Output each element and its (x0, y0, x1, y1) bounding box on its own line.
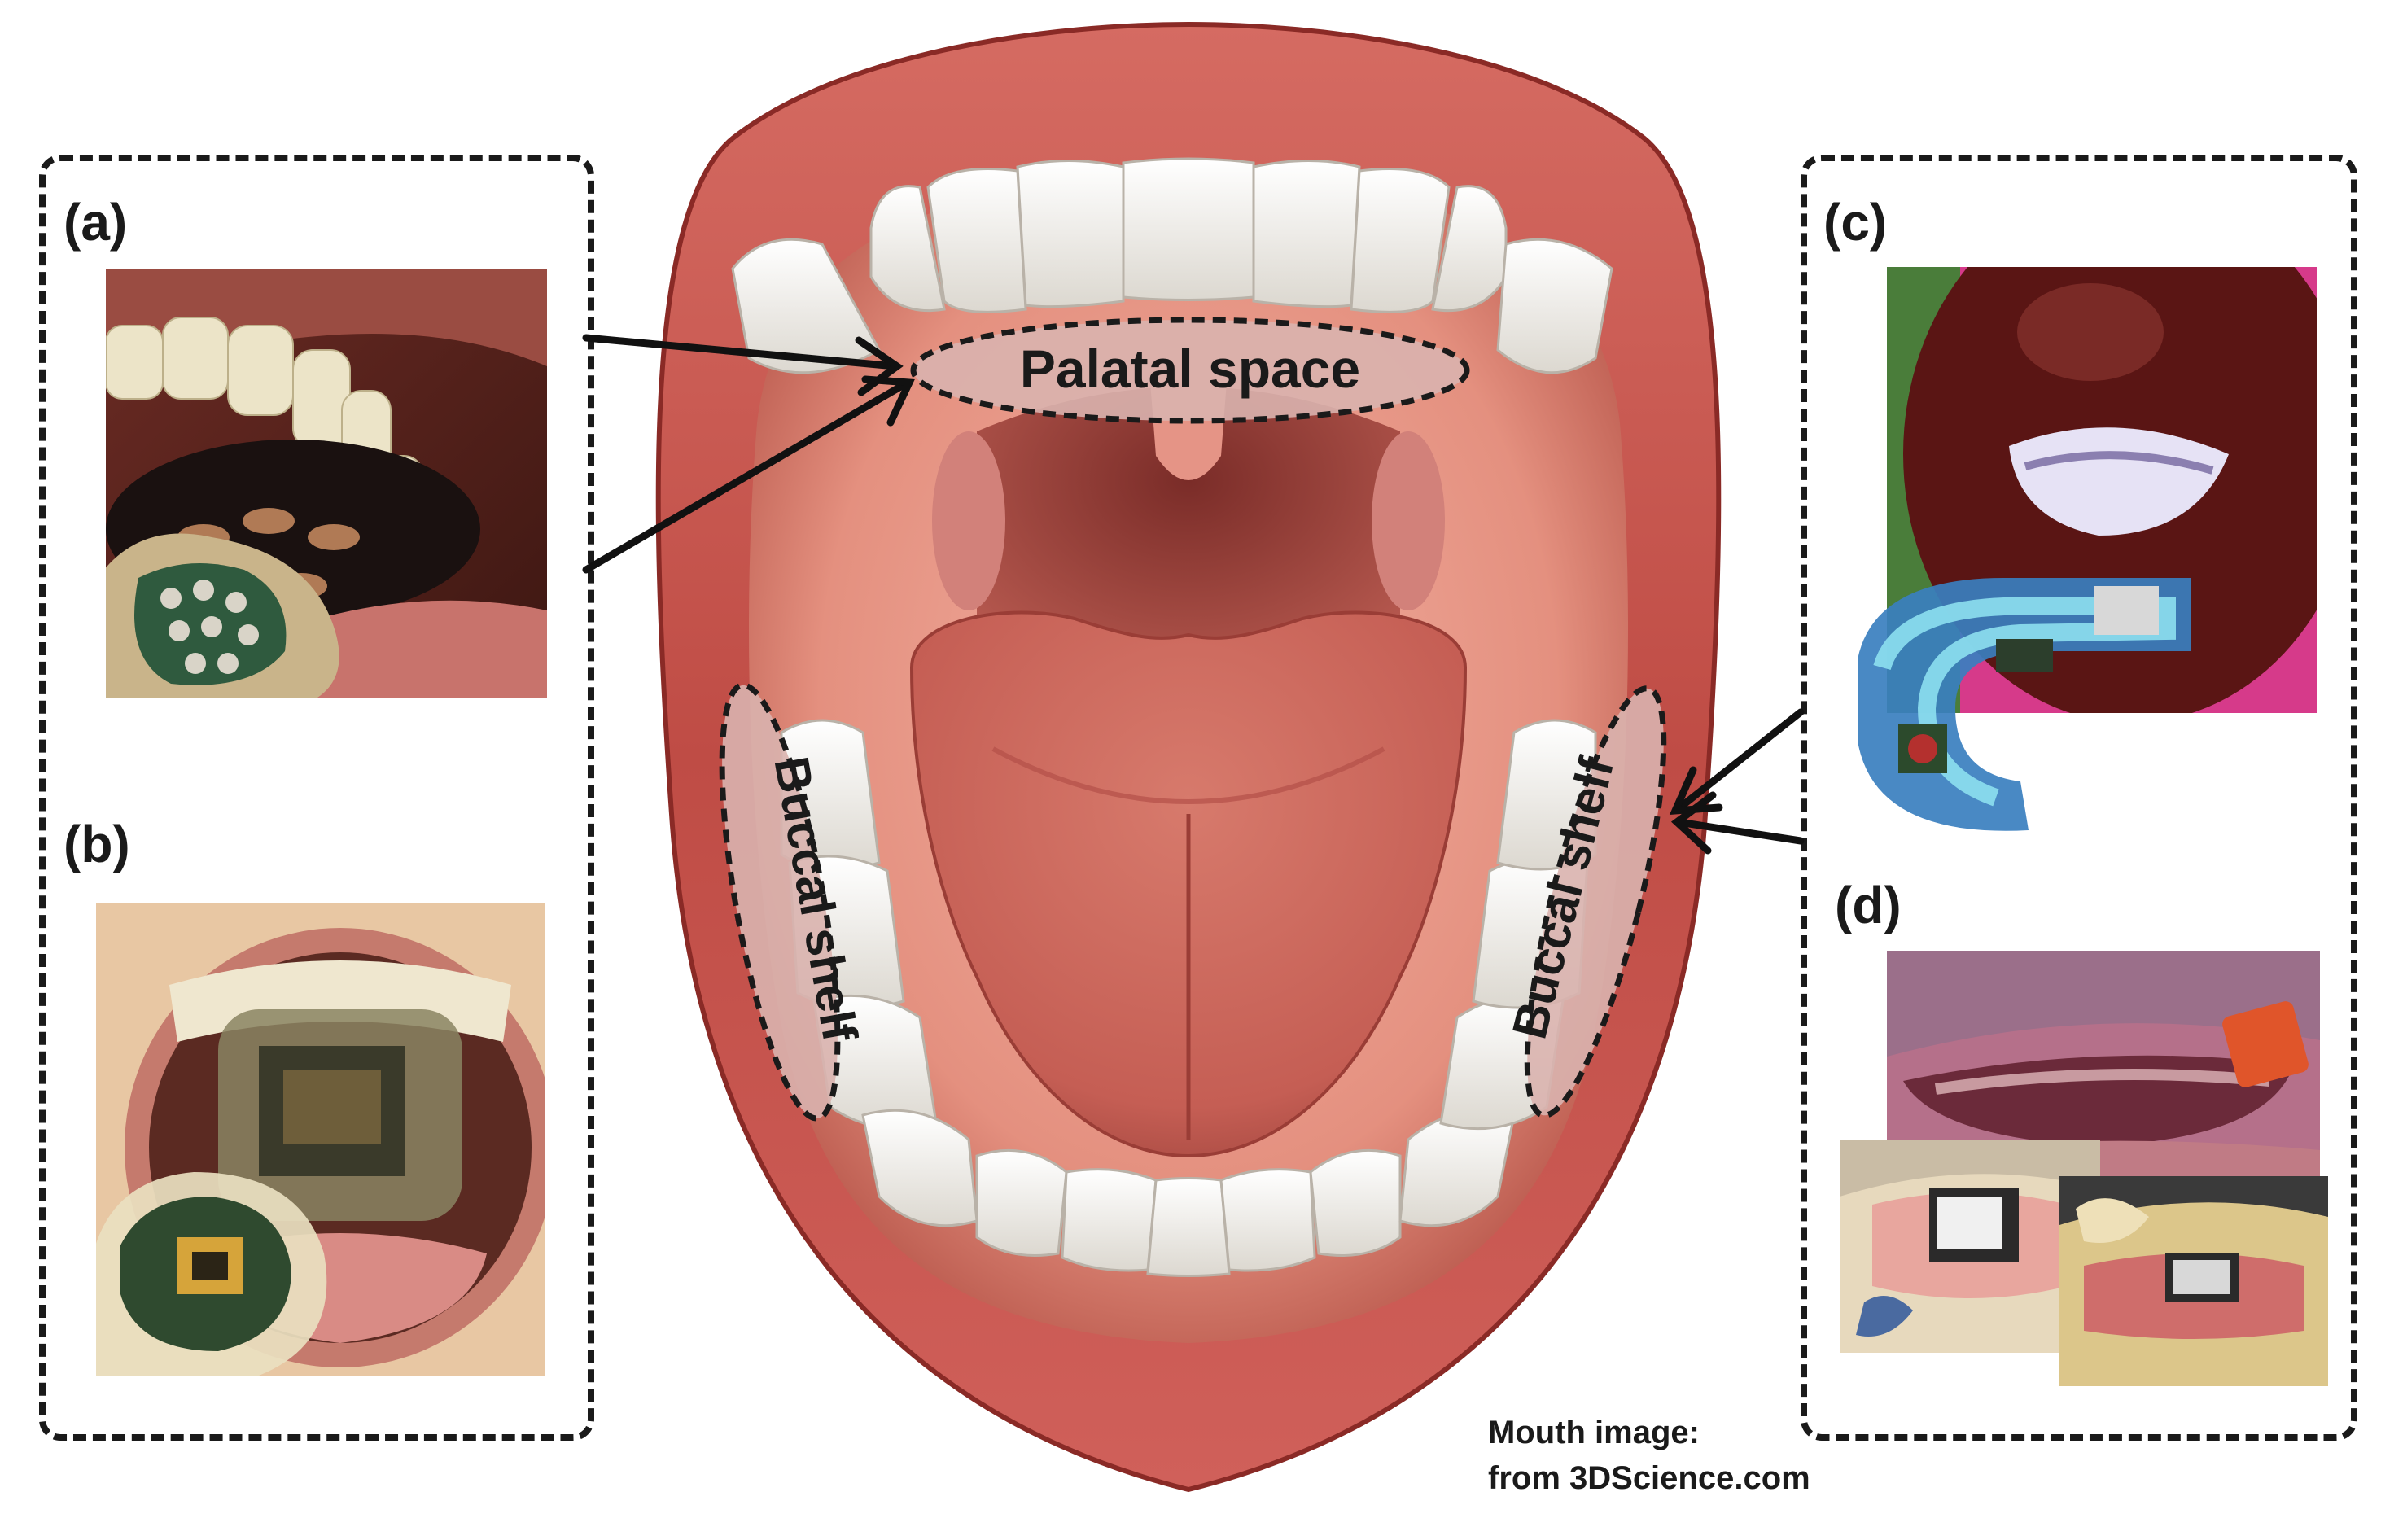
left-panel-frame (39, 155, 594, 1441)
panel-label-c: (c) (1823, 193, 1888, 252)
photo-palatal-device (106, 269, 547, 698)
arrow-a-lower (582, 378, 912, 574)
arrow-a-upper (582, 334, 899, 370)
arrows (582, 334, 1805, 855)
right-panel-frame (1801, 155, 2357, 1441)
photo-dental-model-right (2059, 1176, 2328, 1386)
palatal-space-label: Palatal space (1020, 339, 1360, 399)
arrow-d-buccal (1674, 818, 1805, 845)
panel-label-d: (d) (1835, 876, 1902, 934)
buccal-shelf-left-region (719, 682, 841, 1122)
photo-palatal-retainer (96, 903, 545, 1376)
image-credit: Mouth image: from 3DScience.com (1488, 1410, 1810, 1501)
arrow-c-buccal (1673, 708, 1805, 814)
credit-line-2: from 3DScience.com (1488, 1460, 1810, 1496)
buccal-shelf-right-region (1524, 685, 1667, 1118)
panel-label-b: (b) (63, 815, 130, 873)
panel-label-a: (a) (63, 193, 128, 252)
palatal-space-region (910, 317, 1470, 424)
photo-dental-model-left (1840, 1140, 2100, 1353)
photo-mouthguard-electronics (1841, 562, 2199, 847)
upper-teeth (731, 157, 1613, 374)
credit-line-1: Mouth image: (1488, 1415, 1700, 1450)
